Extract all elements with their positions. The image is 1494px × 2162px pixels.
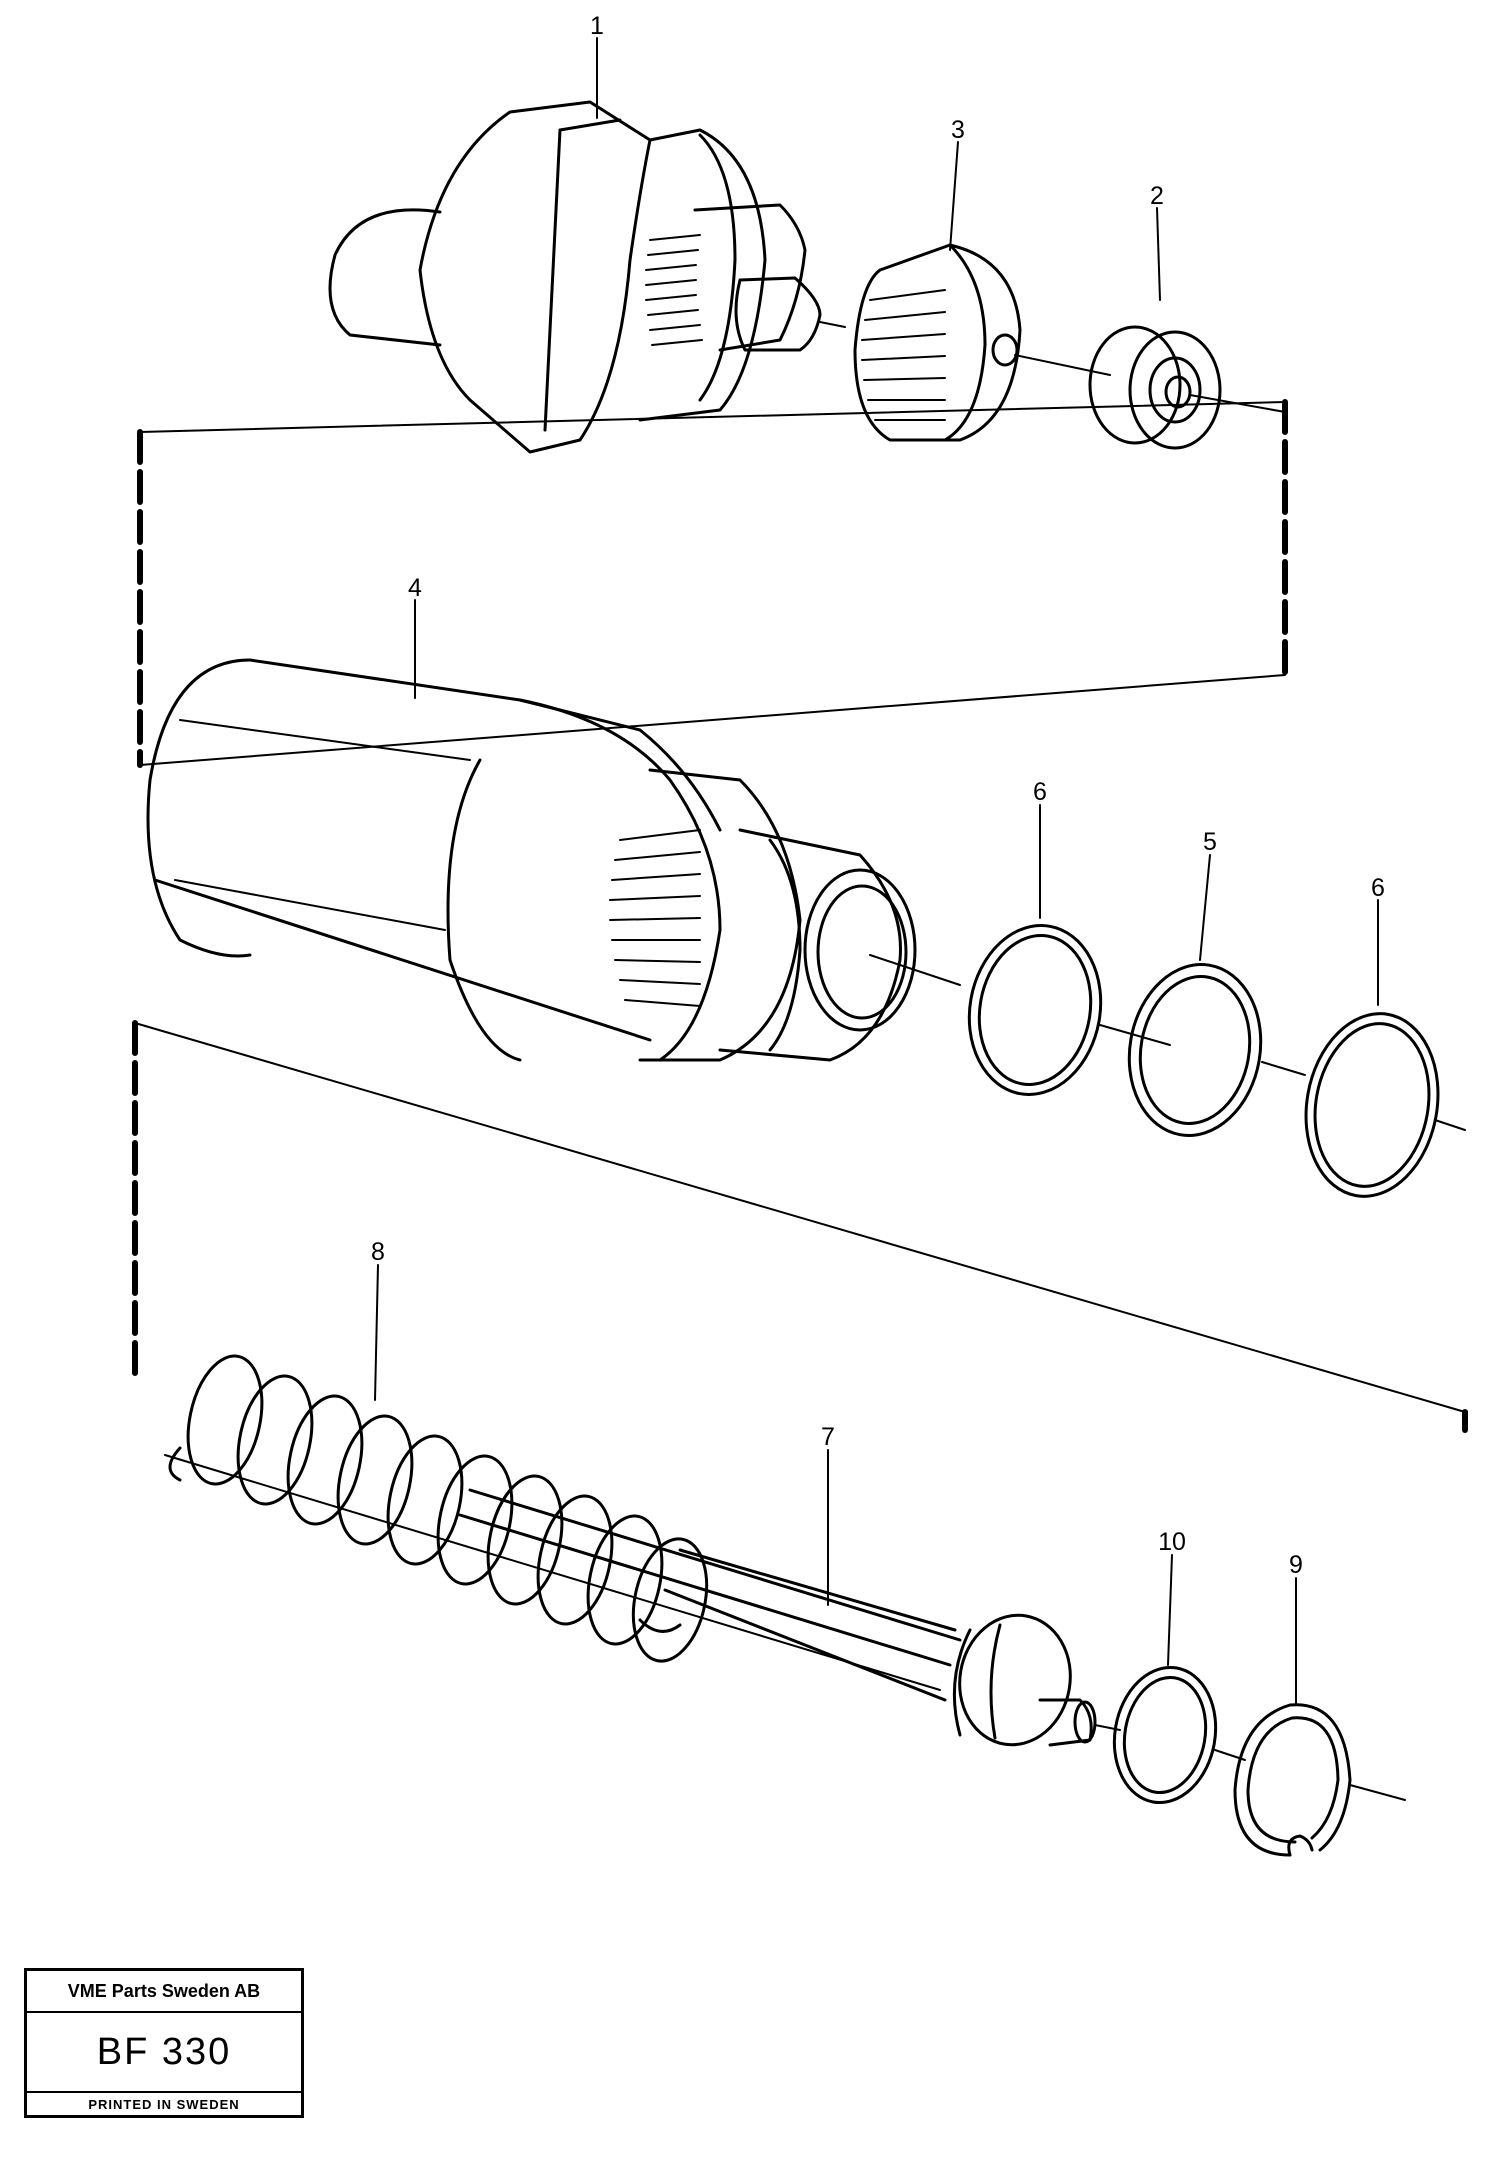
part-10-o-ring (1112, 1665, 1246, 1805)
leader-5 (1199, 854, 1211, 961)
callout-6-right: 6 (1371, 874, 1385, 902)
callout-5: 5 (1203, 828, 1217, 856)
callout-3: 3 (951, 116, 965, 144)
printed-notice: PRINTED IN SWEDEN (88, 2097, 240, 2112)
callout-10: 10 (1158, 1528, 1186, 1556)
callout-2: 2 (1150, 182, 1164, 210)
part-6-o-ring-left (967, 924, 1171, 1096)
callout-4: 4 (408, 574, 422, 602)
callout-7: 7 (821, 1423, 835, 1451)
callout-6-left: 6 (1033, 778, 1047, 806)
part-1-hex-nipple (328, 100, 846, 454)
part-8-spring (168, 1354, 709, 1663)
part-3-threaded-plug (853, 243, 1111, 442)
company-name: VME Parts Sweden AB (27, 1971, 301, 2013)
part-9-retaining-ring (1233, 1703, 1406, 1857)
part-7-valve-stem (164, 1454, 1121, 1747)
part-4-housing (146, 658, 961, 1062)
callout-9: 9 (1289, 1551, 1303, 1579)
drawing-code: BF 330 (27, 2013, 301, 2093)
part-5-backup-ring (1127, 963, 1306, 1137)
exploded-view-frame-upper (137, 399, 1288, 768)
title-block: VME Parts Sweden AB BF 330 PRINTED IN SW… (24, 1968, 304, 2118)
leader-3 (949, 141, 959, 251)
part-2-seal-washer (1088, 325, 1286, 450)
part-6-o-ring-right (1304, 1012, 1466, 1198)
callout-8: 8 (371, 1238, 385, 1266)
callout-1: 1 (590, 12, 604, 40)
leader-10 (1167, 1554, 1173, 1666)
exploded-view-frame-lower (132, 1020, 1468, 1433)
leader-2 (1156, 207, 1161, 301)
leader-8 (374, 1264, 379, 1401)
